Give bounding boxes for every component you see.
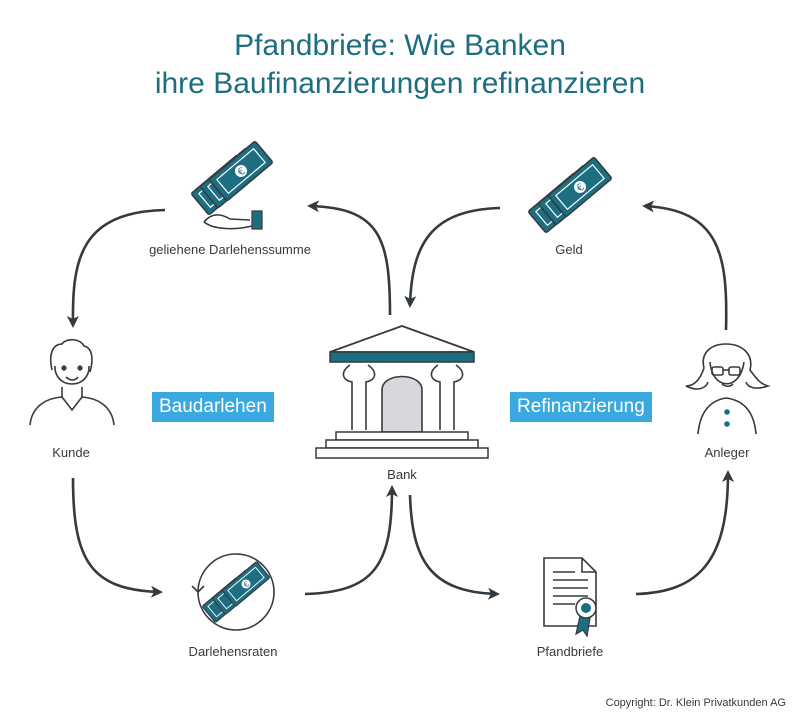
installments-icon bbox=[191, 553, 275, 631]
copyright-text: Copyright: Dr. Klein Privatkunden AG bbox=[605, 697, 786, 709]
money-hand-icon bbox=[190, 140, 274, 230]
label-money: Geld bbox=[555, 242, 583, 257]
arrow-bank-to-loan bbox=[307, 200, 392, 316]
label-investor: Anleger bbox=[704, 445, 750, 460]
investor-icon bbox=[685, 343, 771, 435]
title-line-1: Pfandbriefe: Wie Banken bbox=[234, 29, 566, 62]
customer-icon bbox=[29, 338, 115, 426]
title-line-2: ihre Baufinanzierungen refinanzieren bbox=[154, 67, 646, 100]
certificate-icon bbox=[543, 557, 597, 638]
label-covered-bonds: Pfandbriefe bbox=[536, 644, 604, 659]
tag-refinancing: Refinanzierung bbox=[510, 392, 652, 422]
label-customer: Kunde bbox=[52, 445, 90, 460]
arrow-loan-to-customer bbox=[66, 208, 166, 328]
arrow-installments-to-bank bbox=[304, 485, 398, 596]
arrow-investor-to-money bbox=[642, 200, 728, 331]
money-icon bbox=[527, 156, 613, 234]
label-loan-sum: geliehene Darlehenssumme bbox=[149, 242, 311, 257]
arrow-customer-to-installments bbox=[71, 477, 163, 598]
label-bank: Bank bbox=[387, 467, 417, 482]
label-installments: Darlehensraten bbox=[188, 644, 278, 659]
tag-construction-loan: Baudarlehen bbox=[152, 392, 274, 422]
arrow-money-to-bank bbox=[404, 206, 501, 308]
bank-icon bbox=[315, 325, 489, 459]
arrow-bank-to-bonds bbox=[408, 494, 500, 600]
arrow-bonds-to-investor bbox=[635, 470, 734, 596]
